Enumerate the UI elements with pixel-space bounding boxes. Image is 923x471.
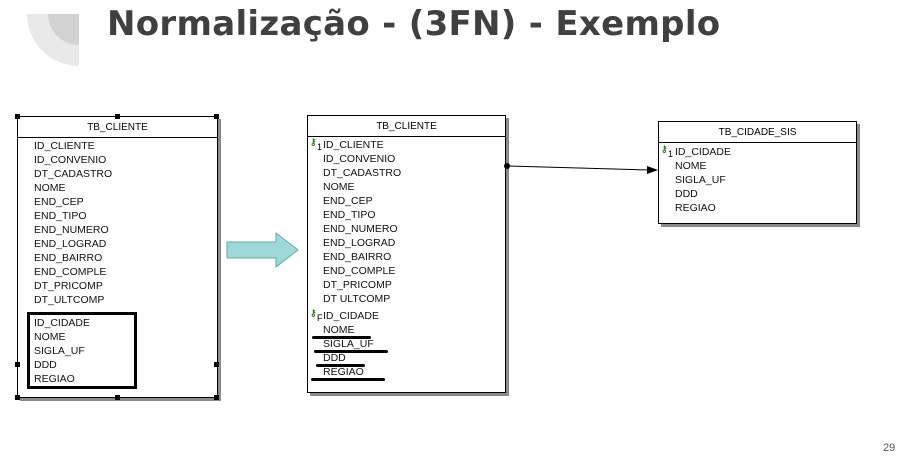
column-name: DT ULTCOMP bbox=[323, 293, 391, 305]
selection-handle bbox=[214, 114, 219, 119]
column-name: SIGLA_UF bbox=[34, 345, 85, 357]
right-table-tb-cidade-sis[interactable]: TB_CIDADE_SIS bbox=[658, 121, 857, 224]
selection-handle bbox=[15, 395, 20, 400]
column-name: ID_CLIENTE bbox=[34, 140, 95, 152]
column-name: NOME bbox=[34, 331, 66, 343]
removed-column-name: REGIAO bbox=[323, 366, 364, 378]
column-name: ID_CONVENIO bbox=[323, 153, 396, 165]
column-name: NOME bbox=[675, 160, 707, 172]
column-name: DT_CADASTRO bbox=[34, 168, 113, 180]
column-name: DT_PRICOMP bbox=[34, 280, 103, 292]
strikethrough-mark bbox=[314, 350, 388, 353]
middle-table-tb-cliente[interactable]: TB_CLIENTE bbox=[307, 115, 506, 393]
column-name: END_CEP bbox=[34, 196, 84, 208]
foreign-key-icon: ⚷ bbox=[310, 308, 317, 318]
pk-marker: 1 bbox=[317, 142, 323, 152]
removed-column-name: NOME bbox=[323, 324, 355, 336]
column-name: NOME bbox=[323, 181, 355, 193]
table-header: TB_CIDADE_SIS bbox=[659, 122, 856, 143]
column-name: SIGLA_UF bbox=[675, 174, 726, 186]
column-name: END_NUMERO bbox=[323, 223, 398, 235]
pk-marker: 1 bbox=[668, 149, 674, 159]
column-name: DT_PRICOMP bbox=[323, 279, 392, 291]
relationship-arrowhead bbox=[647, 166, 658, 174]
column-name: DT_ULTCOMP bbox=[34, 294, 105, 306]
column-name: END_TIPO bbox=[34, 210, 87, 222]
fk-marker: F bbox=[317, 313, 323, 323]
table-header: TB_CLIENTE bbox=[308, 116, 505, 137]
column-name: ID_CLIENTE bbox=[323, 139, 384, 151]
column-name: END_COMPLE bbox=[34, 266, 107, 278]
column-name: DDD bbox=[675, 188, 698, 200]
column-name: ID_CONVENIO bbox=[34, 154, 107, 166]
strikethrough-mark bbox=[311, 378, 385, 381]
selection-handle bbox=[115, 114, 120, 119]
slide-title: Normalização - (3FN) - Exemplo bbox=[107, 4, 721, 44]
column-name: END_LOGRAD bbox=[34, 238, 107, 250]
relationship-line bbox=[506, 165, 651, 171]
transform-arrow bbox=[226, 231, 299, 269]
selection-handle bbox=[15, 114, 20, 119]
column-name: END_BAIRRO bbox=[34, 252, 103, 264]
column-name: END_CEP bbox=[323, 195, 373, 207]
selection-handle bbox=[214, 362, 219, 367]
column-name: END_BAIRRO bbox=[323, 251, 392, 263]
column-name: END_COMPLE bbox=[323, 265, 396, 277]
column-name: REGIAO bbox=[34, 373, 75, 385]
strikethrough-mark bbox=[312, 336, 371, 339]
selection-handle bbox=[115, 395, 120, 400]
column-name: ID_CIDADE bbox=[675, 146, 732, 158]
primary-key-icon: ⚷ bbox=[661, 144, 668, 154]
column-name: DDD bbox=[34, 359, 57, 371]
removed-column-name: SIGLA_UF bbox=[323, 338, 374, 350]
primary-key-icon: ⚷ bbox=[310, 137, 317, 147]
fk-column-name: ID_CIDADE bbox=[323, 310, 380, 322]
column-name: DT_CADASTRO bbox=[323, 167, 402, 179]
strikethrough-mark bbox=[316, 364, 365, 367]
selection-handle bbox=[15, 362, 20, 367]
highlight-box bbox=[27, 312, 137, 389]
column-name: REGIAO bbox=[675, 202, 716, 214]
column-name: END_TIPO bbox=[323, 209, 376, 221]
removed-column-name: DDD bbox=[323, 352, 346, 364]
page-number: 29 bbox=[883, 442, 896, 454]
column-name: NOME bbox=[34, 182, 66, 194]
left-table-tb-cliente[interactable]: TB_CLIENTE bbox=[17, 116, 218, 398]
table-header: TB_CLIENTE bbox=[18, 117, 217, 138]
column-name: ID_CIDADE bbox=[34, 317, 91, 329]
selection-handle bbox=[214, 395, 219, 400]
column-name: END_NUMERO bbox=[34, 224, 109, 236]
column-name: END_LOGRAD bbox=[323, 237, 396, 249]
